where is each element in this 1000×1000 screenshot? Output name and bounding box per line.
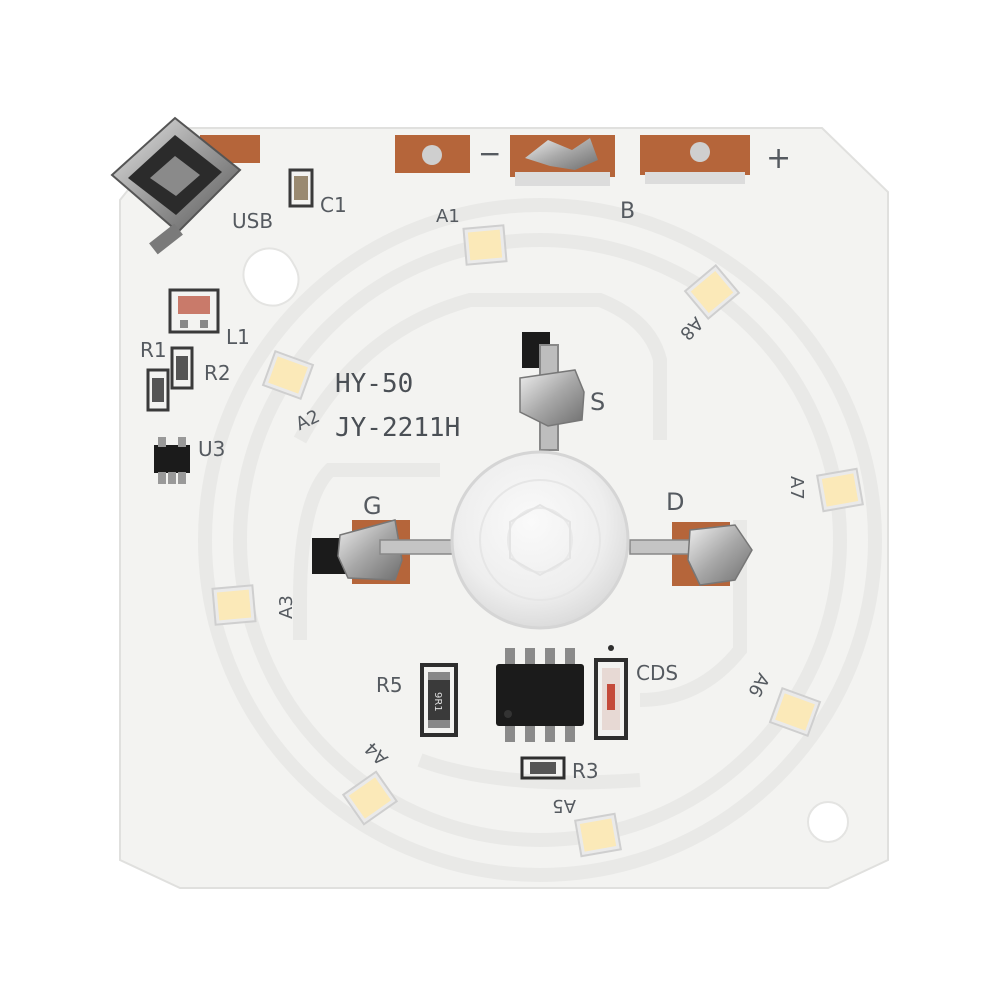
label-u3: U3: [198, 437, 225, 461]
label-a7: A7: [786, 476, 807, 500]
led-a3: [211, 584, 257, 626]
inductor-l1: [168, 288, 220, 334]
label-cds: CDS: [636, 661, 678, 685]
led-a1: [462, 224, 508, 266]
capacitor-c1: [288, 168, 314, 208]
chip-u3: [154, 437, 190, 484]
label-r3: R3: [572, 759, 599, 783]
label-r5: R5: [376, 673, 403, 697]
pir-sensor-dome: [450, 450, 630, 630]
chip-main-ic: [496, 648, 584, 742]
terminal-g: [312, 519, 461, 584]
board-model-line1: HY-50: [335, 369, 413, 399]
top-pads: [200, 135, 750, 186]
label-minus: −: [478, 137, 501, 170]
photoresistor-cds: [594, 645, 628, 740]
trace-rings: [198, 198, 882, 882]
led-a5: [574, 812, 622, 858]
micro-usb-port: [110, 116, 242, 255]
mounting-slot: [242, 247, 300, 307]
terminal-s: [519, 332, 585, 451]
label-r2: R2: [204, 361, 231, 385]
led-a8: [683, 263, 741, 321]
led-a6: [768, 686, 822, 738]
resistor-r1: [146, 368, 170, 412]
resistor-r2: [170, 346, 194, 390]
resistor-r3: [520, 756, 566, 780]
led-a7: [816, 467, 864, 513]
resistor-r5: [420, 663, 458, 737]
label-g: G: [363, 492, 382, 520]
label-b: B: [620, 199, 635, 224]
label-a3: A3: [276, 595, 297, 619]
label-a5: A5: [552, 795, 576, 816]
label-c1: C1: [320, 193, 347, 217]
label-usb: USB: [232, 209, 273, 233]
label-d: D: [666, 488, 684, 516]
label-l1: L1: [226, 325, 250, 349]
terminal-d: [629, 522, 753, 586]
label-plus: +: [766, 141, 791, 176]
led-a2: [261, 349, 315, 401]
mounting-hole: [807, 801, 849, 843]
board-model-line2: JY-2211H: [335, 413, 460, 443]
label-s: S: [590, 388, 605, 416]
label-a1: A1: [436, 206, 460, 227]
resistor-r5-code: 9R1: [432, 692, 443, 712]
led-a4: [341, 770, 399, 826]
label-r1: R1: [140, 338, 167, 362]
